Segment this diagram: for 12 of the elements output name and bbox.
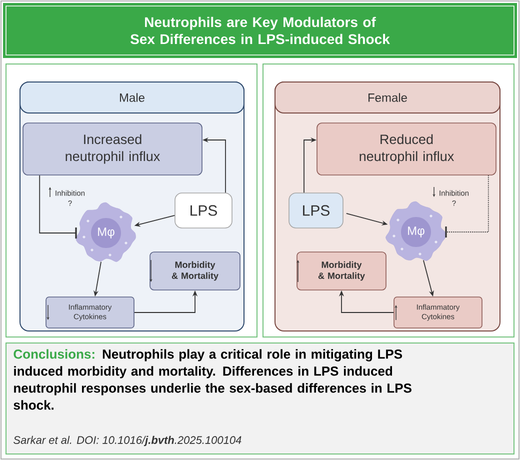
conclusion-text: Conclusions: Neutrophils play a critical role in mitigating LPS induced morbidity and mortality. Differences in LPS induced neutrophil responses underlie the sex-based differences in LPS shock.	[14, 349, 412, 410]
macrophage-cell: Mφ	[386, 201, 446, 261]
arrow	[445, 174, 489, 238]
stimulus-box: LPS	[174, 192, 232, 228]
macrophage-cell: Mφ	[76, 202, 136, 262]
outcome-box: Morbidity & Mortality	[296, 252, 386, 290]
stimulus-box: LPS	[288, 192, 344, 228]
arrow	[39, 174, 77, 238]
process-box: Increased neutrophil influx	[22, 122, 202, 176]
title-band: Neutrophils are Key Modulators of Sex Differences in LPS-induced Shock	[3, 3, 517, 58]
outcome-box: Morbidity & Mortality	[150, 252, 240, 290]
process-box: Reduced neutrophil influx	[316, 122, 496, 176]
